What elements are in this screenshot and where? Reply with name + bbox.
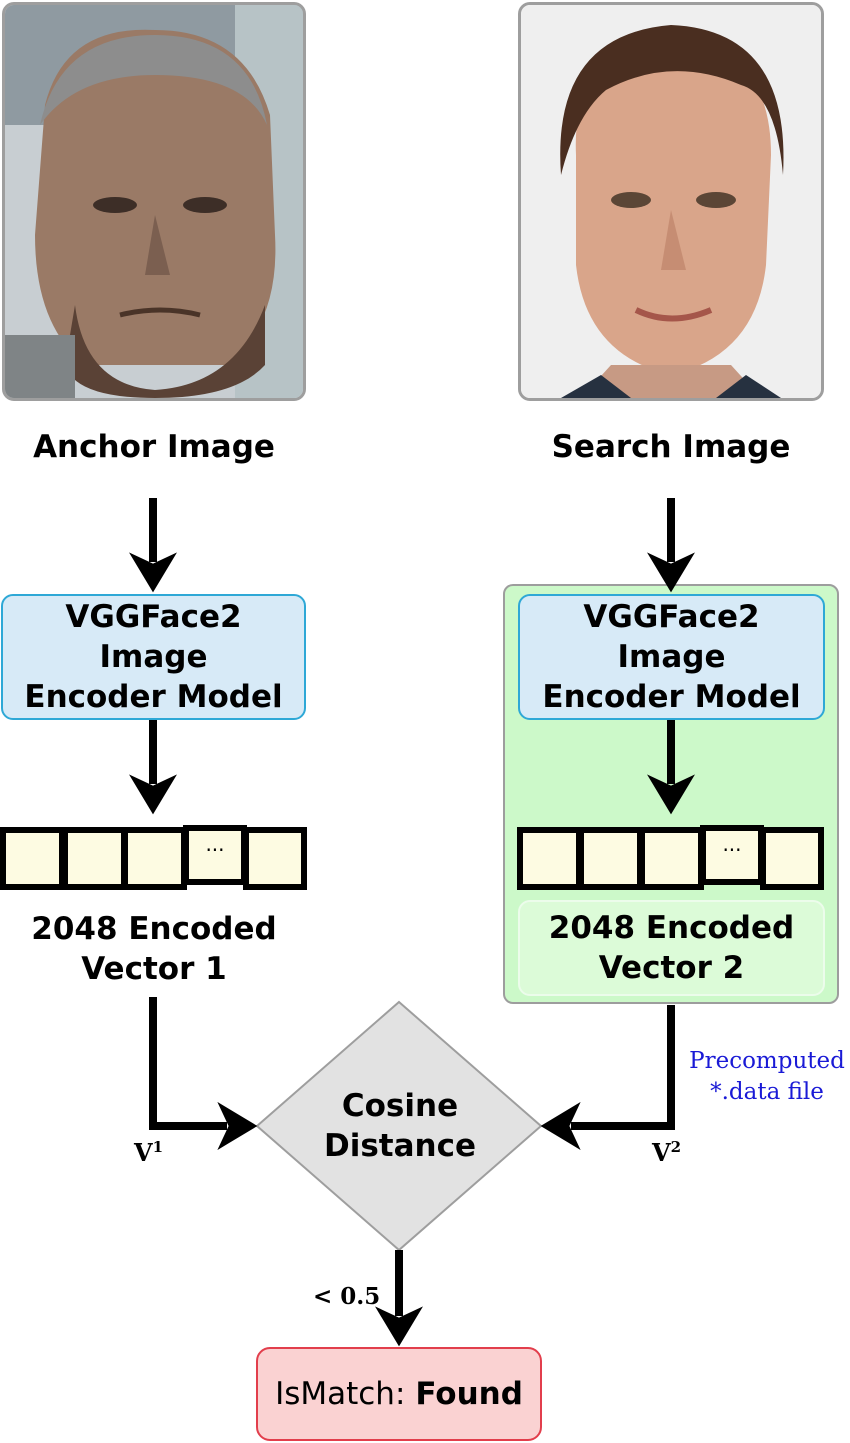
vector1-symbol: V1 (134, 1138, 164, 1167)
encoder-line: VGGFace2 (583, 599, 760, 635)
encoder-line: Image (99, 639, 208, 675)
result-value: Found (415, 1376, 523, 1412)
note-line: Precomputed (689, 1048, 845, 1074)
arrow-vector2-to-distance (540, 1005, 675, 1150)
vector-label-line: 2048 Encoded (31, 911, 277, 947)
anchor-vector-label: 2048 Encoded Vector 1 (2, 908, 306, 990)
result-label: IsMatch: (275, 1376, 406, 1412)
search-vector-ellipsis: ··· (722, 838, 742, 862)
vector-cell (0, 827, 65, 890)
anchor-image-caption: Anchor Image (33, 429, 275, 465)
cosine-distance-label: Cosine Distance (300, 1084, 500, 1168)
result-box: IsMatch: Found (256, 1347, 542, 1441)
anchor-vector-cells (0, 825, 307, 890)
encoder-line: Encoder Model (542, 679, 801, 715)
anchor-vector-ellipsis: ··· (205, 838, 225, 862)
vector-cell (243, 827, 307, 890)
precomputed-note: Precomputed *.data file (682, 1046, 850, 1108)
encoder-line: Encoder Model (24, 679, 283, 715)
vector-cell (517, 827, 582, 890)
vector-label-line: 2048 Encoded (548, 910, 795, 946)
vector-cell-ellipsis (183, 825, 247, 885)
encoder-line: VGGFace2 (65, 599, 242, 635)
vector-cell (760, 827, 824, 890)
vector-cell (122, 827, 187, 890)
threshold-label: < 0.5 (313, 1283, 381, 1310)
vector-cell (639, 827, 704, 890)
distance-line: Cosine (341, 1088, 459, 1124)
arrow-vector1-to-distance (149, 997, 258, 1150)
search-image (518, 2, 824, 401)
vector-cell (62, 827, 127, 890)
search-vector-label: 2048 Encoded Vector 2 (518, 900, 825, 996)
anchor-encoder-box: VGGFace2 Image Encoder Model (1, 594, 306, 720)
search-vector-cells (517, 825, 824, 890)
vector-label-line: Vector 1 (81, 951, 227, 987)
vector-label-line: Vector 2 (598, 950, 745, 986)
vector-cell (578, 827, 643, 890)
search-image-caption: Search Image (551, 429, 791, 465)
encoder-line: Image (617, 639, 726, 675)
anchor-image (2, 2, 306, 401)
distance-line: Distance (323, 1128, 477, 1164)
vector2-symbol: V2 (652, 1138, 682, 1167)
note-line: *.data file (710, 1079, 824, 1105)
search-encoder-box: VGGFace2 Image Encoder Model (518, 594, 825, 720)
